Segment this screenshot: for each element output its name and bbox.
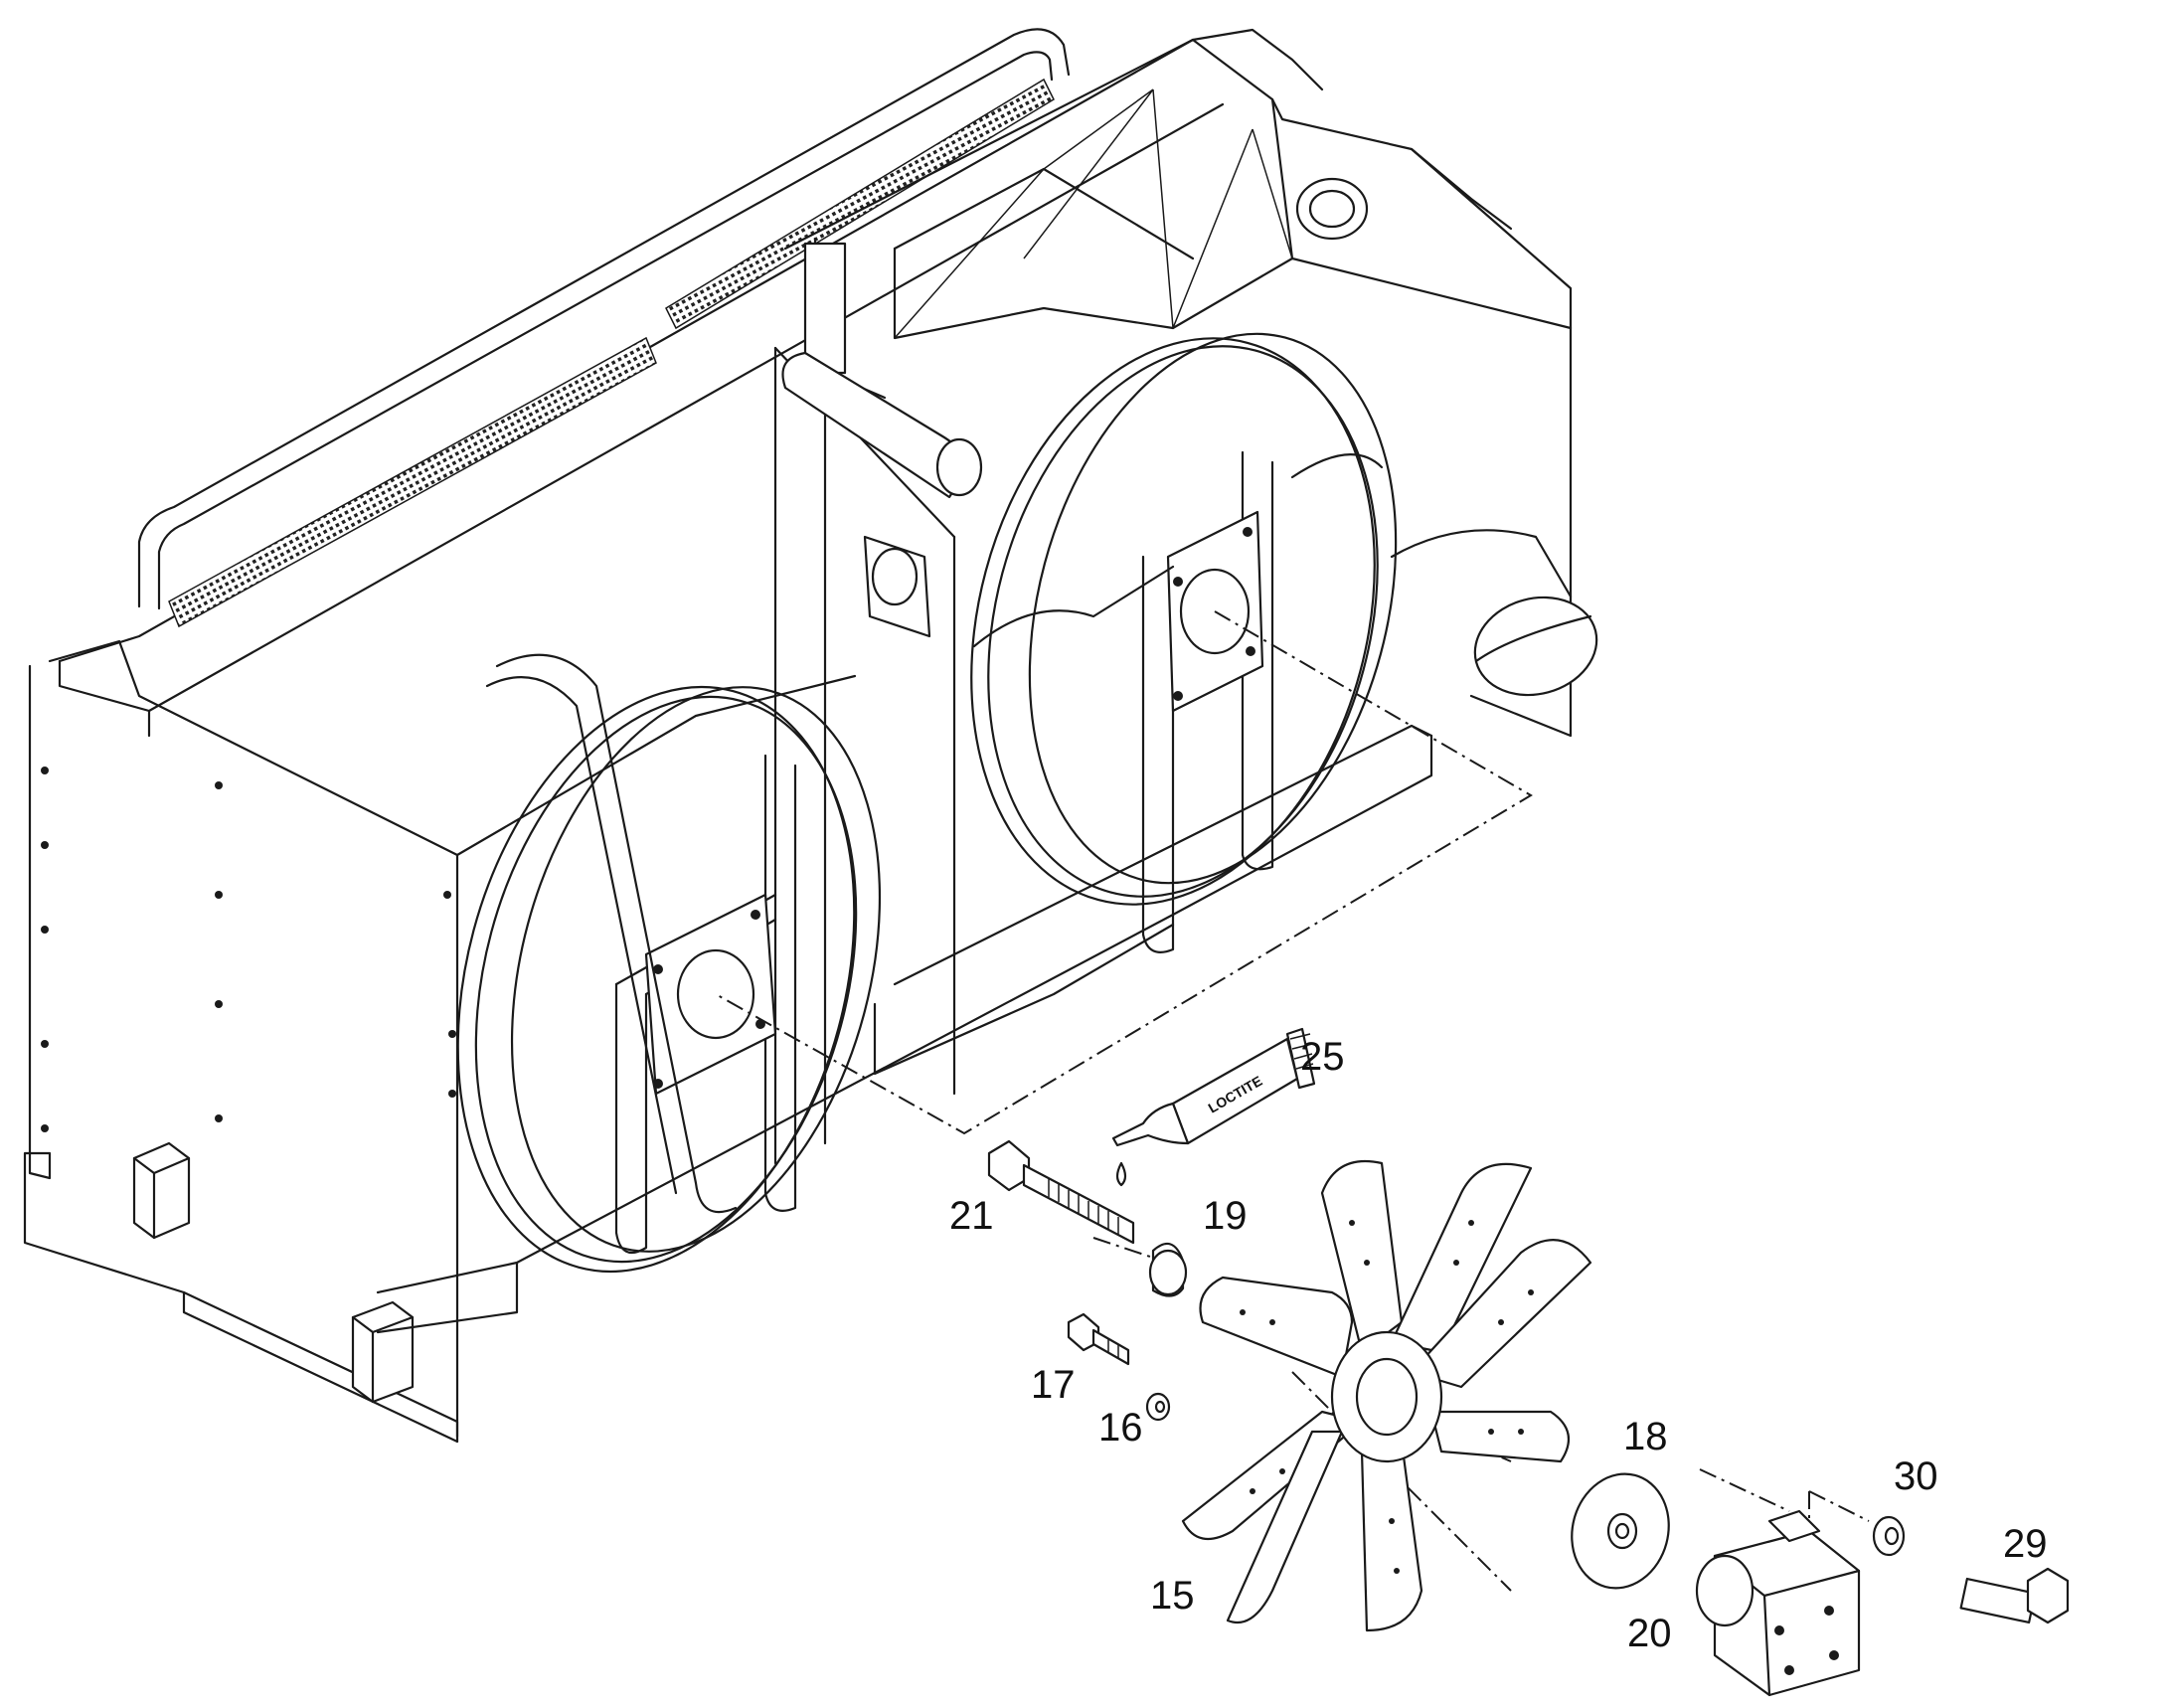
callout-20: 20 [1627, 1612, 1672, 1655]
long-bolt [987, 1139, 1135, 1245]
callout-30: 30 [1894, 1454, 1938, 1498]
callout-15: 15 [1150, 1574, 1195, 1618]
hydraulic-motor [1695, 1509, 1861, 1697]
washer-30 [1872, 1515, 1906, 1557]
glue-drop-icon [1115, 1161, 1127, 1187]
cooling-unit-housing [23, 28, 1598, 1444]
callout-17: 17 [1031, 1363, 1076, 1407]
loctite-tube: LOCTITE [1111, 1027, 1316, 1187]
callout-21: 21 [949, 1194, 994, 1238]
callout-19: 19 [1203, 1194, 1248, 1238]
callout-25: 25 [1300, 1035, 1345, 1079]
callout-16: 16 [1098, 1406, 1143, 1450]
grille-left [168, 336, 657, 628]
left-fan-ring [456, 653, 882, 1274]
right-fan-ring [970, 332, 1398, 953]
grille-right [665, 78, 1055, 330]
small-bolt [1067, 1312, 1130, 1366]
fan-blade-assembly [1181, 1159, 1592, 1632]
spacer [1148, 1242, 1188, 1297]
callout-18: 18 [1623, 1415, 1668, 1458]
washer [1145, 1392, 1171, 1422]
hex-bolt [1959, 1567, 2070, 1624]
callout-29: 29 [2003, 1522, 2048, 1566]
hub-plate [1571, 1472, 1670, 1590]
